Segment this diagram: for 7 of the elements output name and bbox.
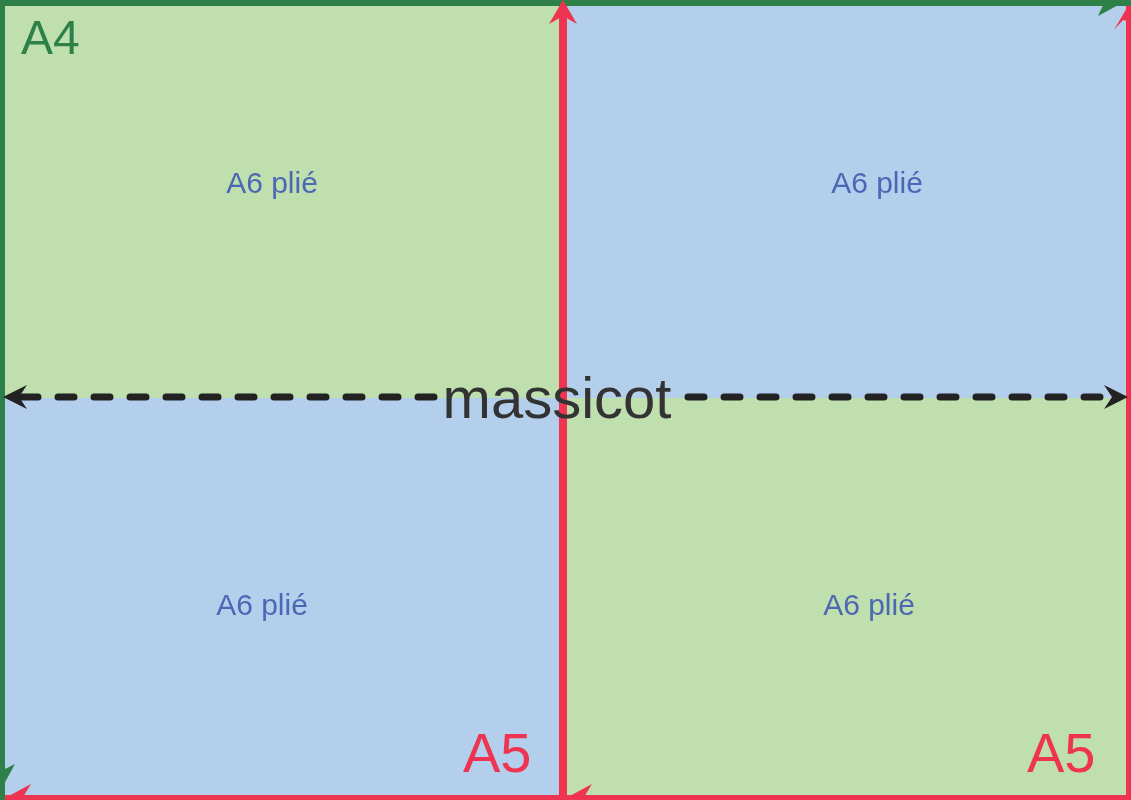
size-label: A5 bbox=[463, 725, 532, 781]
size-label: A4 bbox=[21, 14, 80, 62]
panel-label: A6 plié bbox=[823, 590, 915, 620]
panel-label: A6 plié bbox=[216, 590, 308, 620]
panel-label: A6 plié bbox=[831, 168, 923, 198]
size-label: A5 bbox=[1027, 725, 1096, 781]
panel-label: A6 plié bbox=[226, 168, 318, 198]
